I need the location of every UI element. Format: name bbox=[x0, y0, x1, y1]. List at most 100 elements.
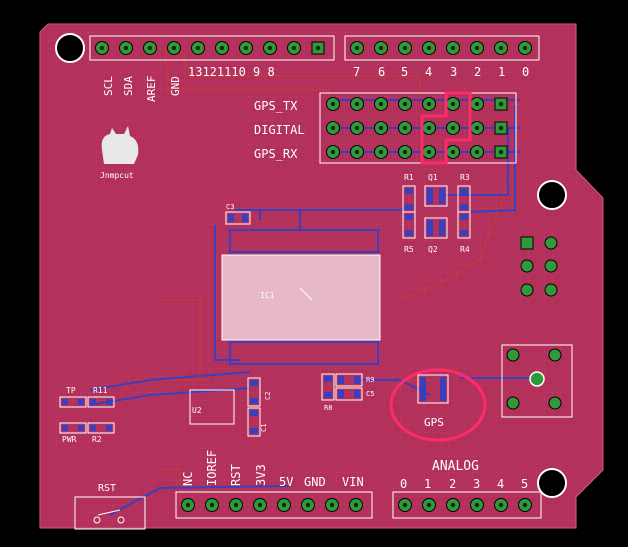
r5-footprint bbox=[402, 211, 416, 239]
jumper-pad-r2-c4-drill bbox=[426, 149, 432, 155]
jumper-label-digital: DIGITAL bbox=[254, 123, 305, 137]
power-label-3v3: 3V3 bbox=[254, 464, 268, 486]
label-r1: R1 bbox=[404, 173, 414, 182]
label-r4: R4 bbox=[460, 245, 470, 254]
analog-label-4: 4 bbox=[497, 477, 504, 491]
pin-label-sda: SDA bbox=[122, 76, 135, 96]
label-r2: R2 bbox=[92, 435, 102, 444]
jumper-pad-r1-c3-drill bbox=[402, 125, 408, 131]
label-c3: C3 bbox=[226, 203, 234, 211]
jumper-pad-r0-c1-drill bbox=[354, 101, 360, 107]
q2-footprint-pad-0 bbox=[427, 220, 433, 236]
pin-label-5: 5 bbox=[401, 65, 408, 79]
analog-label-1: 1 bbox=[424, 477, 431, 491]
header-top-left-pad-1-drill bbox=[123, 45, 129, 51]
r4-footprint-pad-0 bbox=[460, 214, 468, 220]
r9-footprint bbox=[335, 373, 363, 387]
r9-footprint-pad-0 bbox=[338, 376, 344, 384]
q2-footprint bbox=[424, 217, 448, 239]
analog-label-5: 5 bbox=[521, 477, 528, 491]
r5-footprint-pad-0 bbox=[405, 214, 413, 220]
jumper-pad-r2-c1-drill bbox=[354, 149, 360, 155]
header-top-right-pad-2-drill bbox=[402, 45, 408, 51]
jumper-pad-r2-c5-drill bbox=[450, 149, 456, 155]
pin-label-4: 4 bbox=[425, 65, 432, 79]
analog-header-pad-3-drill bbox=[474, 502, 480, 508]
header-top-left-pad-6-drill bbox=[243, 45, 249, 51]
label-pwr: PWR bbox=[62, 435, 77, 444]
header-top-left-pad-9-drill bbox=[315, 45, 321, 51]
tp-footprint bbox=[59, 396, 87, 408]
analog-header-pad-5-drill bbox=[522, 502, 528, 508]
label-ic1: IC1 bbox=[260, 291, 275, 300]
pwr-footprint-pad-0 bbox=[62, 425, 68, 431]
power-label-rst: RST bbox=[229, 464, 243, 486]
pin-label-0: 0 bbox=[522, 65, 529, 79]
pin-label-7: 7 bbox=[353, 65, 360, 79]
gps-label: GPS bbox=[424, 416, 444, 429]
mounting-hole-top-right bbox=[537, 180, 567, 210]
power-label-5v: 5V bbox=[279, 475, 293, 489]
q2-footprint-pad-1 bbox=[439, 220, 445, 236]
jumper-pad-r1-c6-drill bbox=[474, 125, 480, 131]
gps-footprint-pad-1 bbox=[440, 377, 446, 401]
jumper-pad-r0-c4-drill bbox=[426, 101, 432, 107]
header-top-right-pad-3-drill bbox=[426, 45, 432, 51]
jumper-pad-r0-c7-drill bbox=[498, 101, 504, 107]
jumper-pad-r0-c6-drill bbox=[474, 101, 480, 107]
through-hole-pads bbox=[89, 35, 542, 519]
pin-label-aref: AREF bbox=[145, 76, 158, 103]
label-q2: Q2 bbox=[428, 245, 438, 254]
tp-footprint-pad-1 bbox=[78, 399, 84, 405]
analog-title: ANALOG bbox=[432, 459, 479, 474]
label-r8: R8 bbox=[324, 404, 332, 412]
u2-footprint bbox=[189, 389, 235, 425]
label-u2: U2 bbox=[192, 406, 202, 415]
r4-footprint bbox=[457, 211, 471, 239]
q1-footprint-pad-1 bbox=[439, 188, 445, 204]
label-q1: Q1 bbox=[428, 173, 438, 182]
power-label-gnd: GND bbox=[304, 475, 326, 489]
gps-footprint-pad-0 bbox=[420, 377, 426, 401]
label-r5: R5 bbox=[404, 245, 414, 254]
jumper-pad-r2-c2-drill bbox=[378, 149, 384, 155]
r2-footprint-pad-1 bbox=[106, 425, 112, 431]
r11-footprint-pad-0 bbox=[90, 399, 96, 405]
analog-header-pad-0-drill bbox=[402, 502, 408, 508]
r2-footprint-pad-0 bbox=[90, 425, 96, 431]
header-outline-top-left bbox=[89, 35, 335, 61]
smd-components bbox=[59, 185, 471, 437]
q1-footprint bbox=[424, 185, 448, 207]
r3-footprint-pad-0 bbox=[460, 188, 468, 194]
label-r11: R11 bbox=[93, 386, 108, 395]
jumper-pad-r1-c4-drill bbox=[426, 125, 432, 131]
gps-connector bbox=[501, 344, 573, 418]
c5-footprint bbox=[335, 387, 363, 401]
power-label-vin: VIN bbox=[342, 475, 364, 489]
pin-label-3: 3 bbox=[450, 65, 457, 79]
analog-label-2: 2 bbox=[449, 477, 456, 491]
power-header-pad-6-drill bbox=[329, 502, 335, 508]
c5-footprint-pad-0 bbox=[338, 390, 344, 398]
gps-footprint bbox=[417, 374, 449, 404]
jumper-pad-r1-c2-drill bbox=[378, 125, 384, 131]
header-top-left-pad-7-drill bbox=[267, 45, 273, 51]
ic1-footprint bbox=[221, 229, 381, 365]
c1-footprint bbox=[247, 407, 261, 437]
header-outline-top-right bbox=[344, 35, 540, 61]
r11-footprint bbox=[87, 396, 115, 408]
cat-logo-icon bbox=[101, 126, 139, 164]
label-c5: C5 bbox=[366, 390, 374, 398]
r9-footprint-pad-1 bbox=[354, 376, 360, 384]
label-c2: C2 bbox=[264, 392, 272, 400]
power-label-ioref: IOREF bbox=[205, 450, 219, 486]
analog-header-pad-1-drill bbox=[426, 502, 432, 508]
pwr-footprint-pad-1 bbox=[78, 425, 84, 431]
jumper-pad-r2-c7-drill bbox=[498, 149, 504, 155]
power-header-pad-5-drill bbox=[305, 502, 311, 508]
header-top-right-pad-6-drill bbox=[498, 45, 504, 51]
jumper-pad-r1-c0-drill bbox=[330, 125, 336, 131]
c5-footprint-pad-1 bbox=[354, 390, 360, 398]
